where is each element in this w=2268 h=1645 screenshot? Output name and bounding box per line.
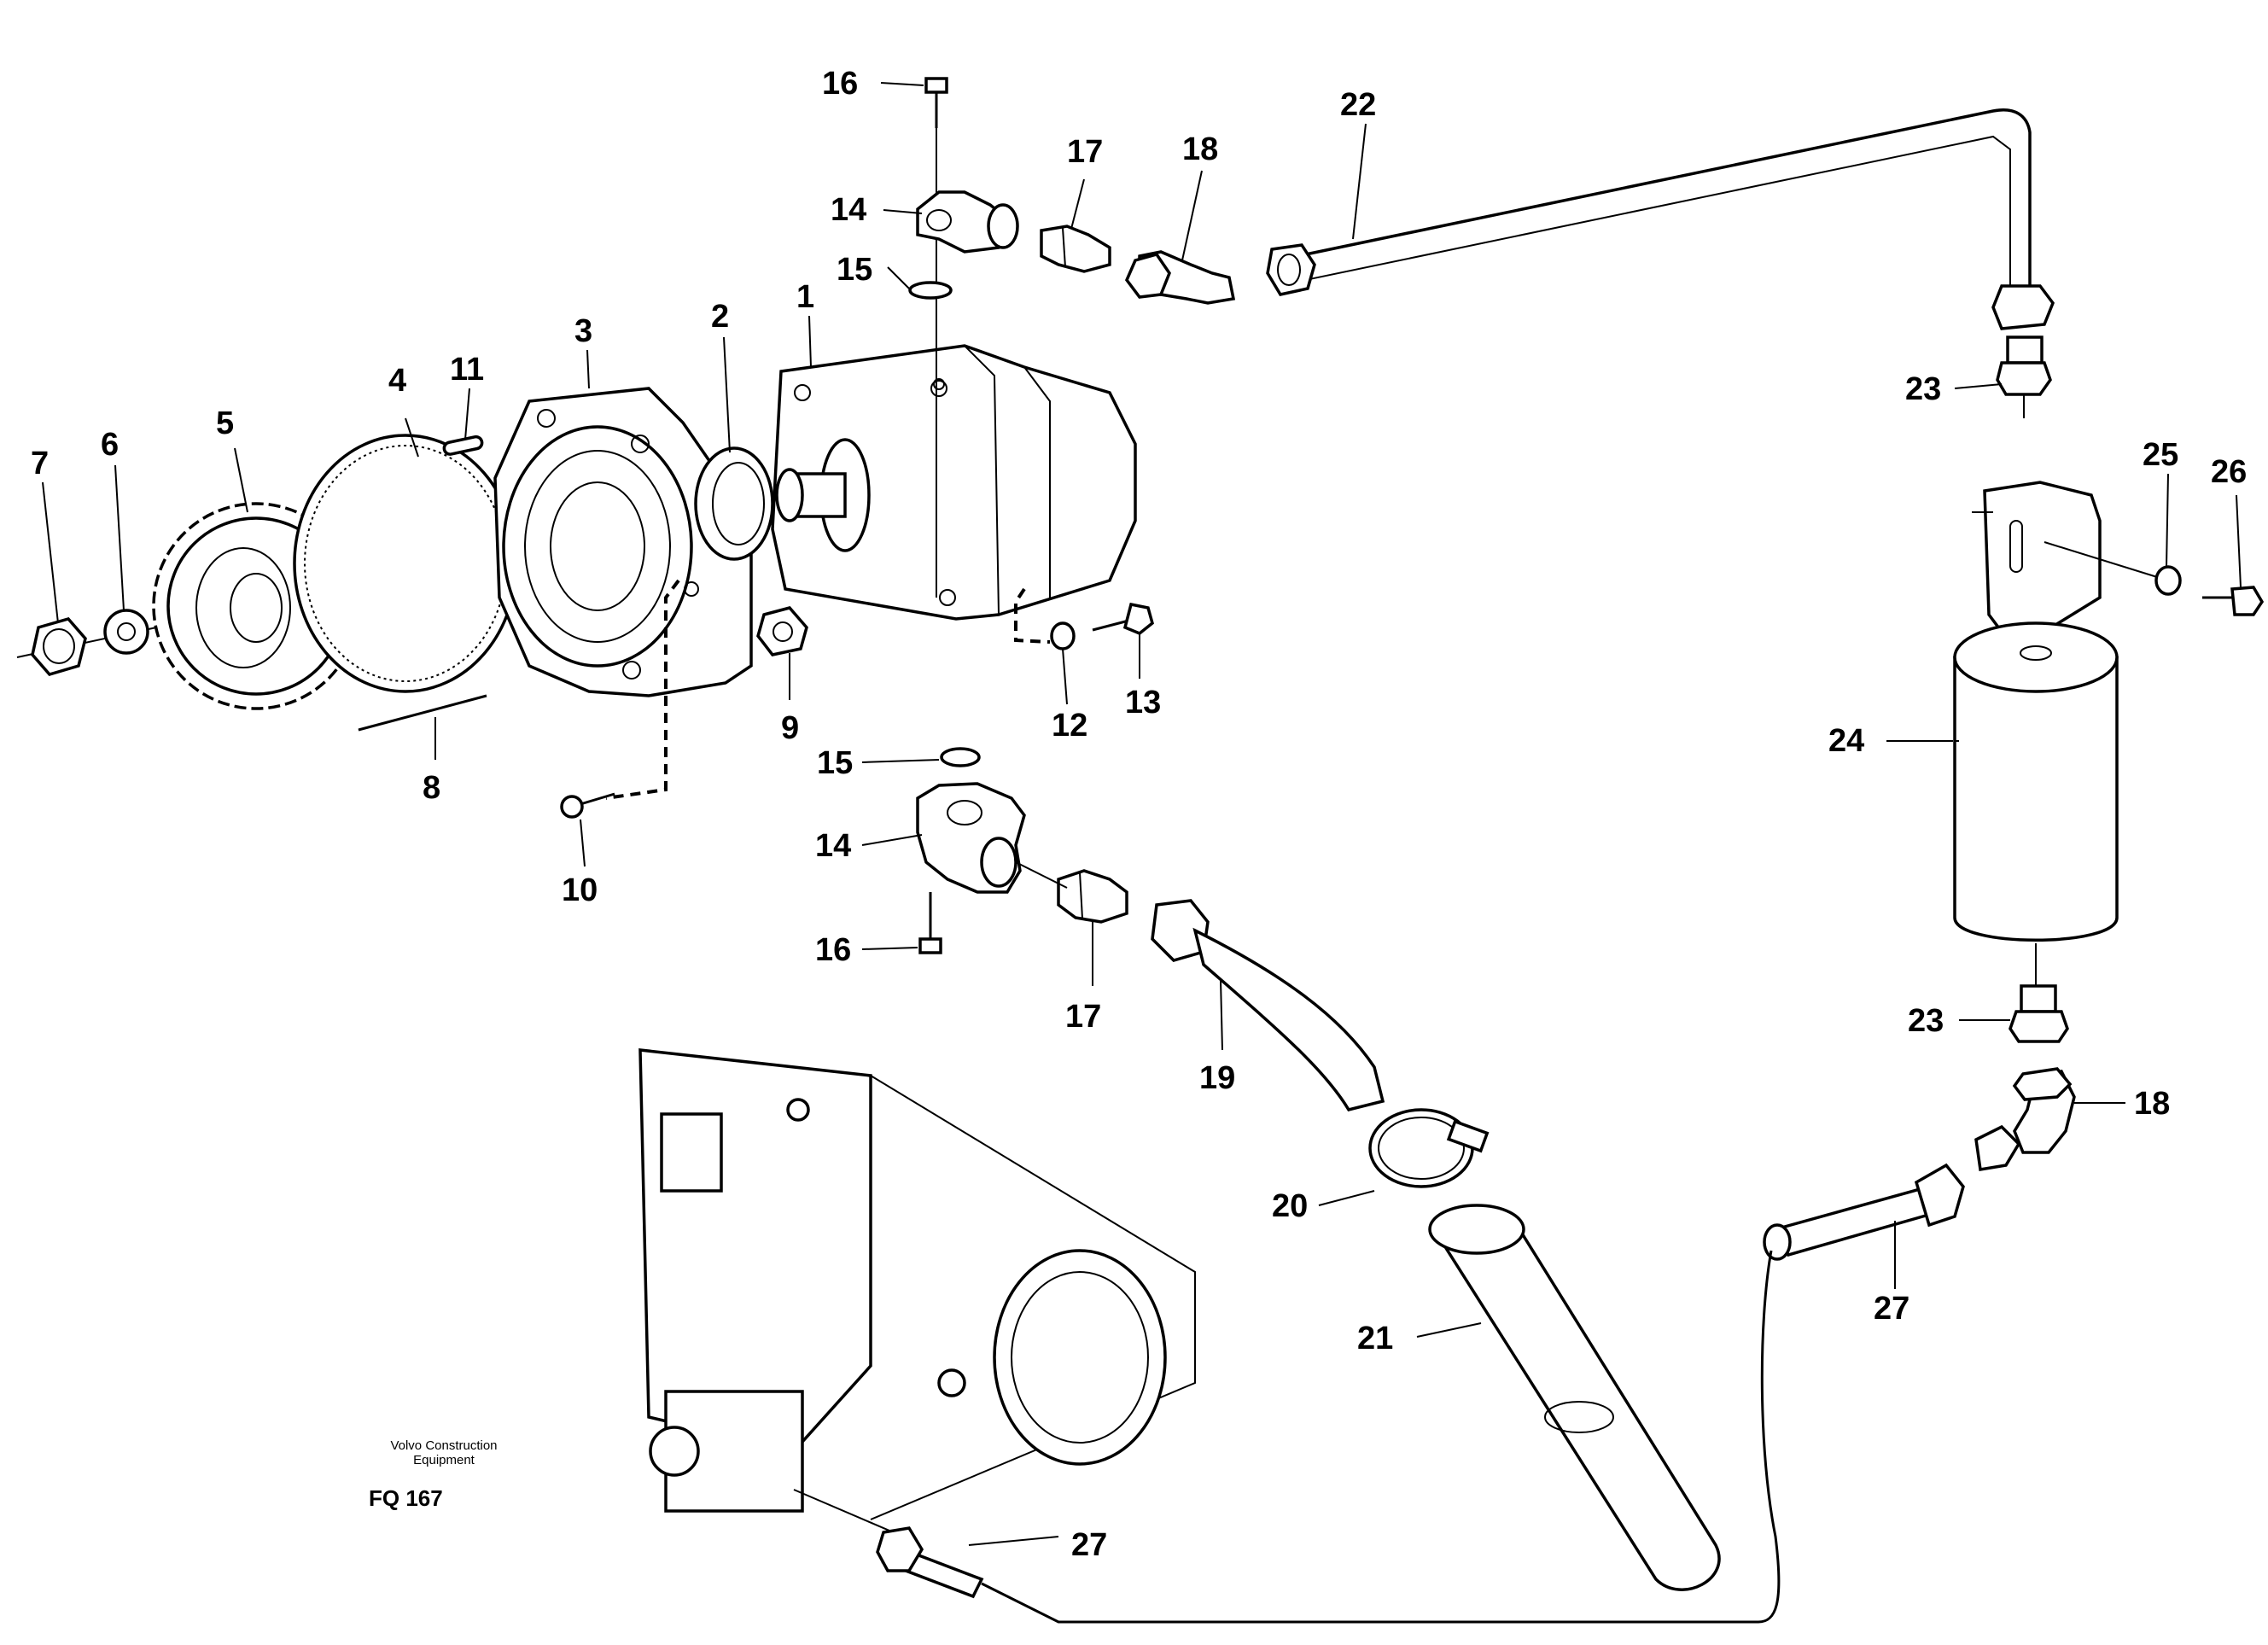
pipe-22 — [1266, 108, 2055, 330]
bolt-16-upper — [924, 77, 948, 128]
adapter-23-lower — [2009, 984, 2069, 1043]
callout-23-upper: 23 — [1905, 371, 1941, 407]
flange-3 — [493, 387, 753, 697]
brand-line-1: Volvo Construction — [390, 1438, 498, 1453]
callout-1: 1 — [796, 279, 814, 315]
pin-11 — [442, 435, 484, 456]
callout-11: 11 — [450, 352, 484, 388]
dashed-guide-10 — [605, 579, 680, 800]
nut-7 — [31, 617, 87, 676]
hose-27-right — [1763, 1163, 1965, 1261]
callout-2: 2 — [711, 299, 729, 335]
bolt-13 — [1092, 602, 1154, 636]
o-ring-2 — [694, 446, 774, 561]
o-ring-15-lower — [940, 747, 981, 767]
callout-14-lower: 14 — [815, 828, 851, 864]
callout-18-lower: 18 — [2134, 1086, 2170, 1122]
washer-25 — [2154, 565, 2182, 596]
housing-block — [638, 1048, 1196, 1520]
hose-27-lower — [793, 1489, 984, 1599]
callout-5: 5 — [216, 405, 234, 441]
callout-4: 4 — [388, 363, 406, 399]
callout-24: 24 — [1828, 723, 1864, 759]
stud-8 — [358, 694, 487, 732]
callout-26: 26 — [2211, 454, 2247, 490]
nut-9 — [756, 606, 808, 656]
callout-16-lower: 16 — [815, 932, 851, 968]
washer-12 — [1050, 621, 1076, 650]
callout-8: 8 — [423, 770, 440, 806]
callout-12: 12 — [1052, 708, 1087, 744]
hose-27-long-run — [981, 1250, 1781, 1624]
callout-22: 22 — [1340, 87, 1376, 123]
callout-27-lower: 27 — [1071, 1527, 1107, 1563]
elbow-14-lower — [916, 782, 1026, 894]
elbow-18-upper — [1124, 250, 1236, 305]
callout-17-lower: 17 — [1065, 999, 1101, 1035]
bolt-16-lower — [918, 892, 942, 954]
bolt-10 — [560, 792, 615, 819]
callout-10: 10 — [562, 872, 598, 908]
callout-19: 19 — [1199, 1060, 1235, 1096]
callout-16-upper: 16 — [822, 66, 858, 102]
bracket — [1972, 481, 2102, 633]
callout-7: 7 — [31, 446, 49, 481]
leader-lines — [42, 82, 2242, 1546]
clamp-20 — [1368, 1108, 1490, 1188]
dashed-guide-12 — [1014, 587, 1051, 644]
callout-23-lower: 23 — [1908, 1003, 1944, 1039]
callout-13: 13 — [1125, 685, 1161, 720]
callout-15-upper: 15 — [837, 252, 872, 288]
brand-caption: Volvo Construction Equipment — [324, 1438, 563, 1467]
filter-24 — [1953, 621, 2119, 942]
screw-axis-line — [2044, 541, 2169, 581]
screw-26 — [2202, 586, 2265, 616]
pump-1 — [771, 344, 1137, 621]
callout-15-lower: 15 — [817, 745, 853, 781]
callout-6: 6 — [101, 427, 119, 463]
callout-25: 25 — [2143, 437, 2178, 473]
callout-3: 3 — [574, 313, 592, 349]
fitting-axis-line — [1015, 861, 1068, 889]
lock-washer-6 — [103, 609, 149, 655]
gasket-4 — [293, 434, 518, 693]
callout-27-right: 27 — [1874, 1291, 1909, 1327]
callout-17-upper: 17 — [1067, 134, 1103, 170]
adapter-17-upper — [1040, 225, 1111, 273]
elbow-18-lower — [1974, 1067, 2076, 1172]
elbow-14-upper — [916, 190, 1019, 254]
brand-line-2: Equipment — [413, 1453, 475, 1467]
callout-20: 20 — [1272, 1188, 1308, 1224]
adapter-17-lower — [1057, 869, 1128, 924]
callout-18-upper: 18 — [1182, 131, 1218, 167]
o-ring-15-upper — [908, 281, 953, 300]
callout-numbers: 7 6 5 4 11 3 2 1 8 9 10 12 13 16 14 15 1… — [31, 66, 2247, 1563]
adapter-23-upper — [1996, 335, 2052, 418]
callout-14-upper: 14 — [831, 192, 866, 228]
callout-21: 21 — [1357, 1321, 1393, 1356]
tube-21 — [1428, 1204, 1721, 1591]
figure-code: FQ 167 — [369, 1485, 443, 1511]
hose-19 — [1151, 899, 1385, 1112]
callout-9: 9 — [781, 710, 799, 746]
